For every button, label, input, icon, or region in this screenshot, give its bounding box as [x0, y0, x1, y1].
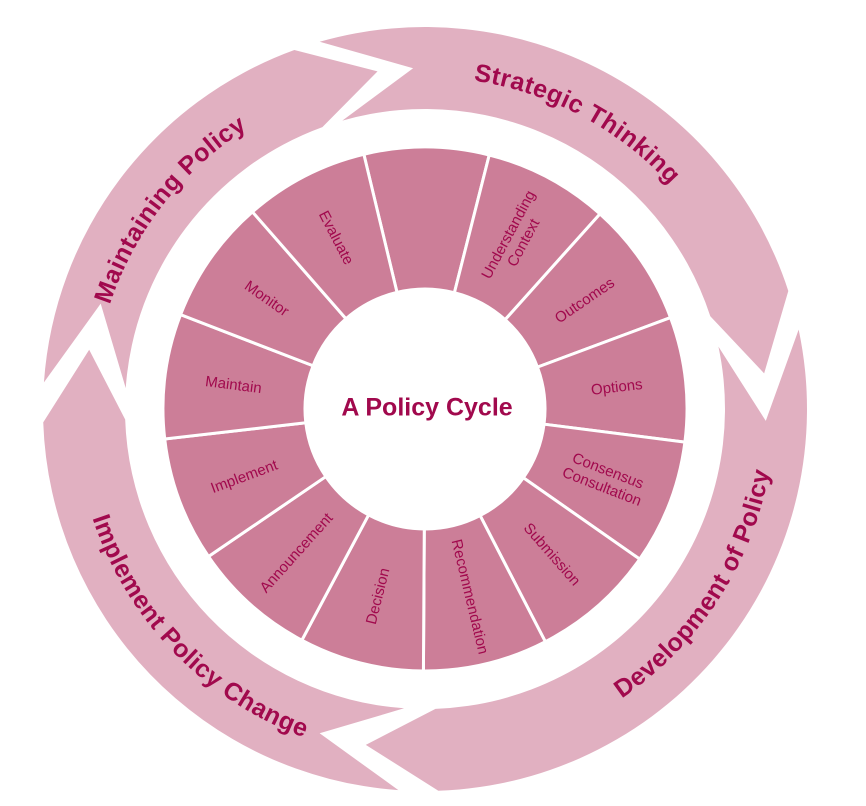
inner-step-wheel: UnderstandingContextOutcomesOptionsConse… — [161, 145, 689, 673]
diagram-title: A Policy Cycle — [341, 394, 512, 422]
center-hub — [305, 289, 545, 529]
phase-arrow-maintaining-policy — [43, 50, 378, 389]
phase-arrow-development-of-policy — [365, 329, 807, 791]
phase-arrow-implement-policy-change — [43, 349, 405, 791]
step-label-options: Options — [590, 376, 643, 399]
phase-arrow-strategic-thinking — [319, 27, 789, 374]
